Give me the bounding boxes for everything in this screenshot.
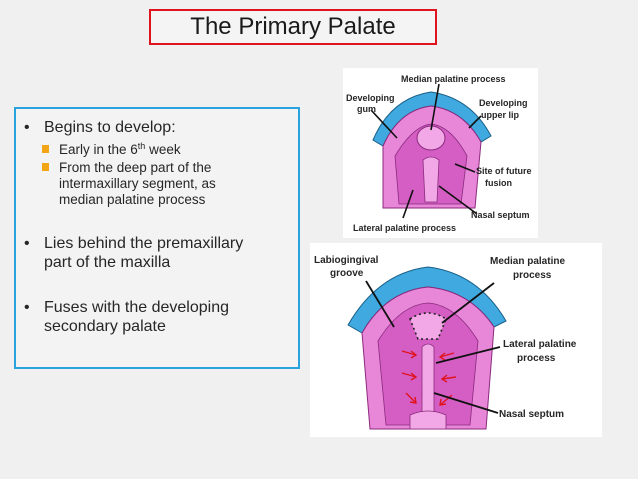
bullet-list-box: • Begins to develop: Early in the 6th we…: [14, 107, 300, 369]
slide-title: The Primary Palate: [190, 13, 396, 40]
fig1-label-site-2: fusion: [485, 178, 512, 188]
fig1-label-gum-1: Developing: [346, 93, 395, 103]
sub-bullet-1-after: week: [145, 142, 181, 157]
bullet-3-line-1: Fuses with the developing: [44, 299, 229, 316]
figure-2-illustration: Labiogingival groove Median palatine pro…: [314, 255, 577, 430]
bullet-dot: •: [24, 235, 30, 252]
median-process-shape: [409, 312, 447, 340]
fig1-label-septum: Nasal septum: [471, 210, 530, 220]
figure-primary-palate-2: Labiogingival groove Median palatine pro…: [310, 243, 602, 437]
sub-bullet-2-line-1: From the deep part of the: [59, 160, 212, 175]
title-box: The Primary Palate: [149, 9, 437, 45]
fig2-label-lateral-1: Lateral palatine: [503, 339, 577, 350]
sub-bullet-1-text: Early in the 6th week: [59, 142, 181, 158]
fig1-label-lip-1: Developing: [479, 98, 528, 108]
nasal-septum-shape: [422, 156, 440, 203]
figure-1-leader-lines: [370, 83, 482, 219]
bullet-3-line-2: secondary palate: [44, 318, 166, 335]
fig2-label-lateral-2: process: [517, 353, 556, 364]
fig2-label-groove-2: groove: [330, 268, 364, 279]
nasal-septum-shape: [421, 343, 435, 414]
sub-bullet-marker: [42, 145, 49, 153]
fig1-label-gum-2: gum: [357, 104, 376, 114]
sub-bullet-1-sup: th: [137, 141, 146, 151]
fig1-label-site-1: Site of future: [476, 166, 532, 176]
fig2-label-septum: Nasal septum: [499, 409, 564, 420]
fig2-label-groove-1: Labiogingival: [314, 255, 379, 266]
fusion-arrows: [401, 350, 457, 406]
sub-bullet-1-main: Early in the 6: [59, 142, 138, 157]
septum-base: [409, 410, 447, 430]
bullet-dot: •: [24, 299, 30, 316]
figure-2-leader-lines: [365, 280, 501, 414]
figure-1-illustration: Median palatine process Developing gum D…: [346, 74, 532, 233]
sub-bullet-marker: [42, 163, 49, 171]
fig1-label-lip-2: upper lip: [481, 110, 520, 120]
fig2-label-median-1: Median palatine: [490, 256, 565, 267]
fig1-label-lateral: Lateral palatine process: [353, 223, 456, 233]
bullet-1-text: Begins to develop:: [44, 119, 176, 136]
bullet-2-line-2: part of the maxilla: [44, 254, 171, 271]
bullet-2-line-1: Lies behind the premaxillary: [44, 235, 244, 252]
fig1-label-median: Median palatine process: [401, 74, 506, 84]
fig2-label-median-2: process: [513, 270, 552, 281]
sub-bullet-2-line-3: median palatine process: [59, 192, 206, 207]
sub-bullet-2-line-2: intermaxillary segment, as: [59, 176, 216, 191]
bullet-dot: •: [24, 119, 30, 136]
figure-primary-palate-1: Median palatine process Developing gum D…: [343, 68, 538, 238]
